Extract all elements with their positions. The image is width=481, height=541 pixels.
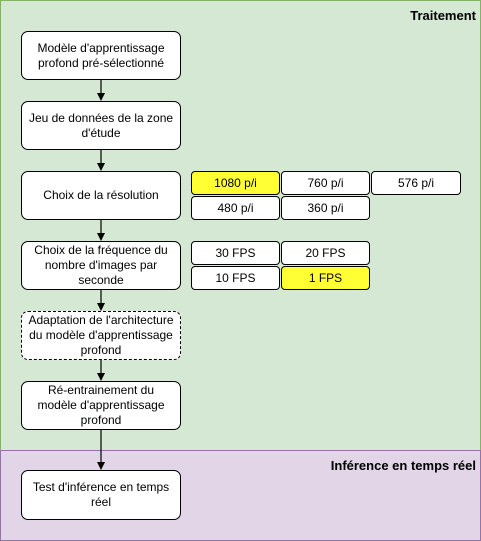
architecture-step[interactable]: Adaptation de l'architecture du modèle d…: [21, 311, 181, 360]
processing-lane-title: Traitement: [410, 8, 476, 23]
fps-option-20[interactable]: 20 FPS: [281, 241, 370, 265]
resolution-option-480[interactable]: 480 p/i: [191, 196, 280, 220]
resolution-option-360[interactable]: 360 p/i: [281, 196, 370, 220]
inference-lane-title: Inférence en temps réel: [330, 458, 476, 473]
resolution-option-760[interactable]: 760 p/i: [281, 171, 370, 195]
resolution-option-576[interactable]: 576 p/i: [371, 171, 461, 195]
fps-option-30[interactable]: 30 FPS: [191, 241, 280, 265]
fps-option-1[interactable]: 1 FPS: [281, 266, 370, 290]
test-step[interactable]: Test d'inférence en temps réel: [21, 470, 181, 520]
model-step[interactable]: Modèle d'apprentissage profond pré-sélec…: [21, 31, 181, 80]
fps-option-10[interactable]: 10 FPS: [191, 266, 280, 290]
resolution-step[interactable]: Choix de la résolution: [21, 171, 181, 220]
resolution-option-1080[interactable]: 1080 p/i: [191, 171, 280, 195]
fps-step[interactable]: Choix de la fréquence du nombre d'images…: [21, 241, 181, 290]
retraining-step[interactable]: Ré-entrainement du modèle d'apprentissag…: [21, 381, 181, 430]
dataset-step[interactable]: Jeu de données de la zone d'étude: [21, 101, 181, 150]
